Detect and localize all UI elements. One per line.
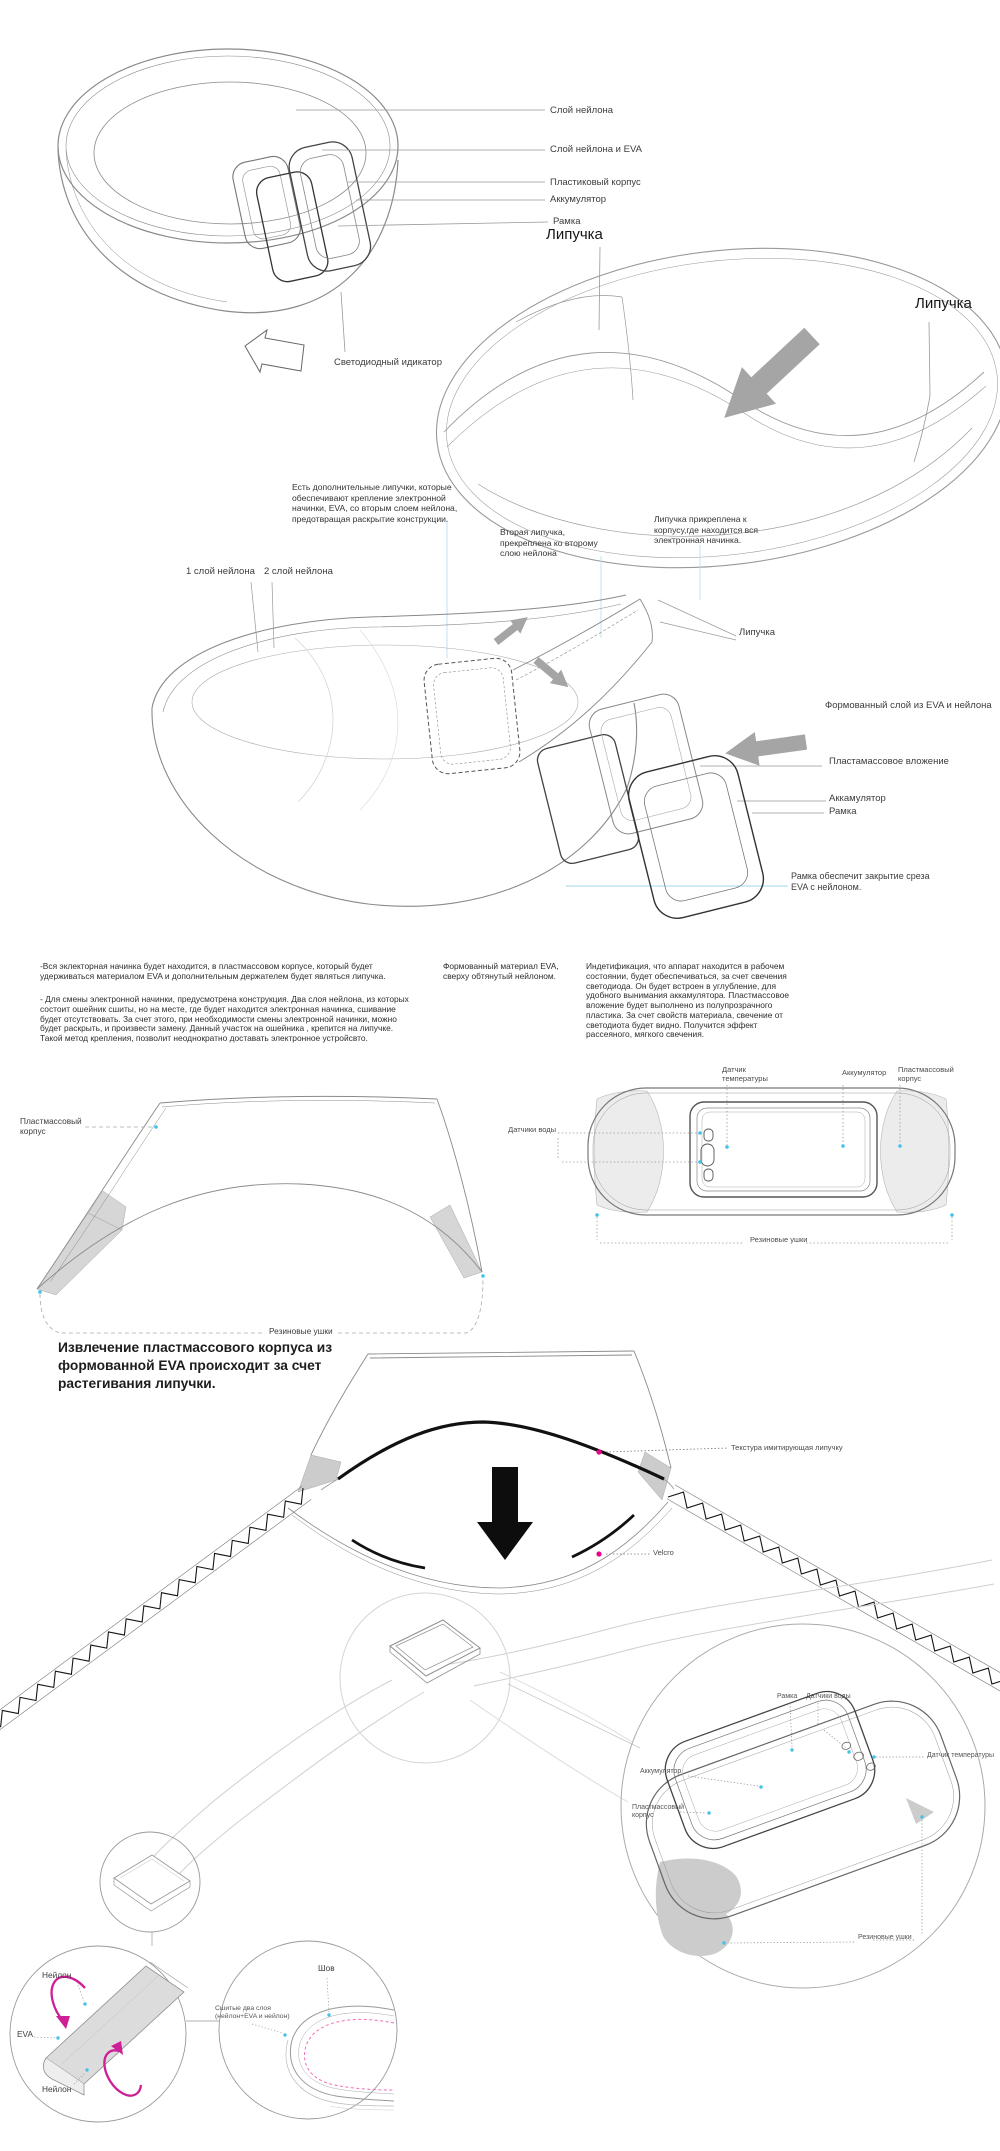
arch-extract-drawing [36,1095,485,1334]
exploded-collar-drawing [57,48,601,374]
label-velcro-texture: Текстура имитирующая липучку [731,1443,843,1452]
label-nylon-layer: Слой нейлона [550,105,614,116]
top-view-drawing [557,1085,956,1244]
paragraph-led: Индетификация, что аппарат находится в р… [586,961,790,1040]
label-velcro-right: Липучка [915,295,972,312]
label-battery: Аккумулятор [550,194,607,205]
label-velcro-open: Липучка [739,627,776,638]
label-velcro-en: Velcro [653,1548,674,1557]
label-nylon-layer-2: 2 слой нейлона [264,566,333,577]
paragraph-electronics: -Вся эклекторная начинка будет находится… [40,961,386,981]
label-battery-top: Аккумулятор [842,1068,887,1077]
arch-texture-drawing [0,1350,1000,1736]
label-molded-layer: Формованный слой из EVA и нейлона [825,700,992,711]
side-buttons [700,1128,715,1182]
module-detail-drawing [620,1623,986,1989]
label-velcro-big: Липучка [546,226,603,243]
fold-arrows [50,1975,143,2097]
label-frame-detail: Рамка [777,1693,798,1700]
label-eva: EVA [17,2029,33,2039]
note-extra-velcro: Есть дополнительные липучки, которые обе… [292,482,458,525]
gray-arrow-left [722,725,809,771]
collar-module-parts [232,141,372,283]
small-arrow-down [530,653,575,694]
open-view-parts [536,693,765,919]
small-arrow-up [490,610,533,649]
label-plastic-insert: Пластамассовое вложение [829,756,949,767]
paragraph-eva: Формованный материал EVA, сверху обтянут… [443,961,559,981]
collar-open-drawing [151,581,826,919]
velcro-strip [571,1513,635,1559]
caption-extraction: Извлечение пластмассового корпуса из фор… [58,1340,333,1391]
label-temp-detail: Датчик температуры [927,1752,995,1759]
black-down-arrow [477,1467,533,1560]
stitch-detail-drawing [9,1831,398,2123]
paragraph-replacement: - Для смены электронной начинки, предусм… [40,994,409,1043]
faint-strap-drawing [141,1559,995,1889]
label-ears-detail: Резиновые ушки [858,1934,912,1941]
gray-arrow-down-left [707,317,830,437]
zigzag-left [0,1485,312,1736]
label-seam: Шов [318,1963,335,1973]
label-nylon-layer-1: 1 слой нейлона [186,566,255,577]
label-nylon-eva-layer: Слой нейлона и EVA [550,144,642,155]
label-battery-open: Аккамулятор [829,793,886,804]
label-nylon-top: Нейлон [42,1970,72,1980]
outline-arrow [244,328,305,374]
label-nylon-bottom: Нейлон [42,2084,72,2094]
label-frame-open: Рамка [829,806,857,817]
stitch-line [304,2018,395,2091]
label-rubber-ears-top: Резиновые ушки [750,1235,808,1244]
marker-dots [595,1131,954,1217]
note-frame-closure: Рамка обеспечит закрытие среза EVA с ней… [791,871,930,892]
label-led-indicator: Светодиодный идикатор [334,357,442,368]
faint-strap-module [389,1619,481,1684]
zigzag-right [666,1484,1000,1698]
label-rubber-ears-arch: Резиновые ушки [269,1326,333,1336]
label-case-top: Пластмассовый корпус [898,1065,954,1083]
label-frame: Рамка [553,216,581,227]
label-battery-detail: Аккумулятор [640,1768,682,1775]
label-case-arch: Пластмассовый корпус [20,1116,82,1136]
label-sewn-layers: Сшитые два слоя (нейлон+EVA и нейлон) [215,2005,290,2021]
sensor-dots [841,1741,876,1771]
note-second-velcro: Вторая липучка, прекреплена ко второму с… [500,527,598,559]
label-water-sensors: Датчики воды [508,1125,556,1134]
label-case-detail: Пластмассовый корпус [632,1804,685,1820]
band-folded-drawing [435,247,1000,658]
velcro-patch [423,657,521,775]
note-velcro-attached: Липучка прикреплена к корпусу,где находи… [654,514,759,546]
label-plastic-case: Пластиковый корпус [550,177,641,188]
label-water-detail: Датчики воды [806,1693,851,1700]
label-temp-sensor: Датчик температуры [722,1065,768,1083]
